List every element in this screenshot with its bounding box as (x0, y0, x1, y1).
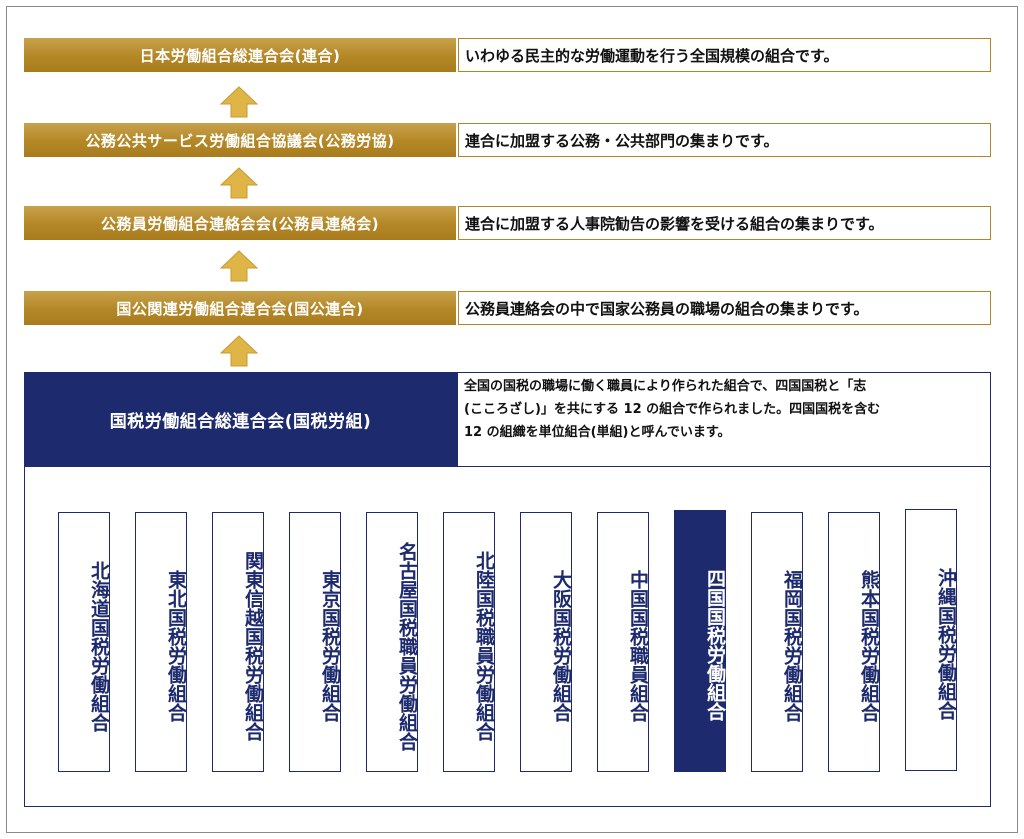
up-arrow-icon (220, 335, 258, 367)
level-name: 日本労働組合総連合会(連合) (24, 38, 456, 72)
union-okinawa: 沖縄国税労働組合 (905, 509, 957, 771)
level-description: 連合に加盟する公務・公共部門の集まりです。 (458, 123, 991, 157)
union-fukuoka: 福岡国税労働組合 (751, 512, 803, 772)
union-hokkaido: 北海道国税労働組合 (58, 512, 110, 772)
level-name: 国公関連労働組合連合会(国公連合) (24, 291, 456, 325)
kokuzei-roso-block: 国税労働組合総連合会(国税労組) 全国の国税の職場に働く職員により作られた組合で… (24, 372, 991, 467)
level-komu-rokyo: 公務公共サービス労働組合協議会(公務労協) 連合に加盟する公務・公共部門の集まり… (24, 123, 991, 157)
level-name: 公務員労働組合連絡会会(公務員連絡会) (24, 206, 456, 240)
level-komuin-renrakukai: 公務員労働組合連絡会会(公務員連絡会) 連合に加盟する人事院勧告の影響を受ける組… (24, 206, 991, 240)
unit-unions-container (24, 467, 991, 807)
union-kanto-shinetsu: 関東信越国税労働組合 (212, 512, 264, 772)
level-name: 公務公共サービス労働組合協議会(公務労協) (24, 123, 456, 157)
union-tokyo: 東京国税労働組合 (289, 512, 341, 772)
kokuzei-roso-name: 国税労働組合総連合会(国税労組) (24, 372, 457, 467)
union-nagoya: 名古屋国税職員労働組合 (366, 512, 418, 772)
union-shikoku: 四国国税労働組合 (674, 510, 726, 772)
union-kumamoto: 熊本国税労働組合 (828, 512, 880, 772)
union-hokuriku: 北陸国税職員労働組合 (443, 512, 495, 772)
union-tohoku: 東北国税労働組合 (135, 512, 187, 772)
up-arrow-icon (220, 250, 258, 282)
level-kokko-rengo: 国公関連労働組合連合会(国公連合) 公務員連絡会の中で国家公務員の職場の組合の集… (24, 291, 991, 325)
kokuzei-roso-description: 全国の国税の職場に働く職員により作られた組合で、四国国税と「志 (こころざし)」… (457, 372, 991, 467)
level-description: 公務員連絡会の中で国家公務員の職場の組合の集まりです。 (458, 291, 991, 325)
description-line: 全国の国税の職場に働く職員により作られた組合で、四国国税と「志 (464, 379, 867, 394)
up-arrow-icon (220, 86, 258, 118)
level-rengo: 日本労働組合総連合会(連合) いわゆる民主的な労働運動を行う全国規模の組合です。 (24, 38, 991, 72)
description-line: 12 の組織を単位組合(単組)と呼んでいます。 (464, 425, 731, 440)
level-description: 連合に加盟する人事院勧告の影響を受ける組合の集まりです。 (458, 206, 991, 240)
up-arrow-icon (220, 167, 258, 199)
level-description: いわゆる民主的な労働運動を行う全国規模の組合です。 (458, 38, 991, 72)
union-chugoku: 中国国税職員組合 (597, 512, 649, 772)
union-osaka: 大阪国税労働組合 (520, 512, 572, 772)
description-line: (こころざし)」を共にする 12 の組合で作られました。四国国税を含む (464, 402, 881, 417)
